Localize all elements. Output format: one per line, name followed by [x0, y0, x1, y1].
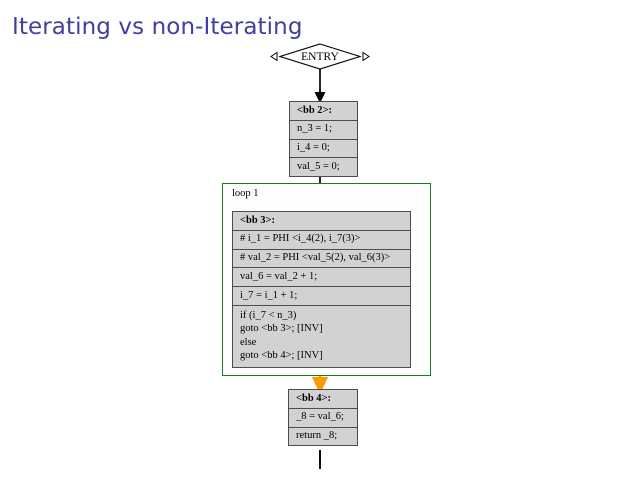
- bb2-row-header: <bb 2>:: [290, 102, 357, 121]
- bb2-row-stmt-3: val_5 = 0;: [297, 160, 340, 172]
- page-title: Iterating vs non-Iterating: [12, 14, 303, 40]
- loop-cluster-label: loop 1: [232, 188, 259, 199]
- basic-block-bb2: <bb 2>: n_3 = 1; i_4 = 0; val_5 = 0;: [289, 101, 358, 178]
- bb3-row-phi-i: # i_1 = PHI <i_4(2), i_7(3)>: [233, 231, 410, 250]
- bb4-row-stmt-1: _8 = val_6;: [289, 409, 357, 428]
- bb4-row-header: <bb 4>:: [289, 390, 357, 409]
- basic-block-bb3: <bb 3>: # i_1 = PHI <i_4(2), i_7(3)> # v…: [232, 211, 411, 368]
- entry-node-label: ENTRY: [301, 50, 339, 63]
- bb3-row-branch: if (i_7 < n_3) goto <bb 3>; [INV] else g…: [240, 309, 323, 362]
- bb3-row-header: <bb 3>:: [233, 212, 410, 231]
- basic-block-bb4: <bb 4>: _8 = val_6; return _8;: [288, 389, 358, 447]
- bb2-row-stmt-1: n_3 = 1;: [290, 121, 357, 140]
- bb3-row-stmt-2: i_7 = i_1 + 1;: [233, 287, 410, 306]
- bb4-row-return: return _8;: [296, 430, 338, 442]
- bb3-row-stmt-1: val_6 = val_2 + 1;: [233, 268, 410, 288]
- entry-node: ENTRY: [274, 43, 366, 70]
- bb3-row-phi-val: # val_2 = PHI <val_5(2), val_6(3)>: [233, 250, 410, 269]
- bb2-row-stmt-2: i_4 = 0;: [290, 140, 357, 159]
